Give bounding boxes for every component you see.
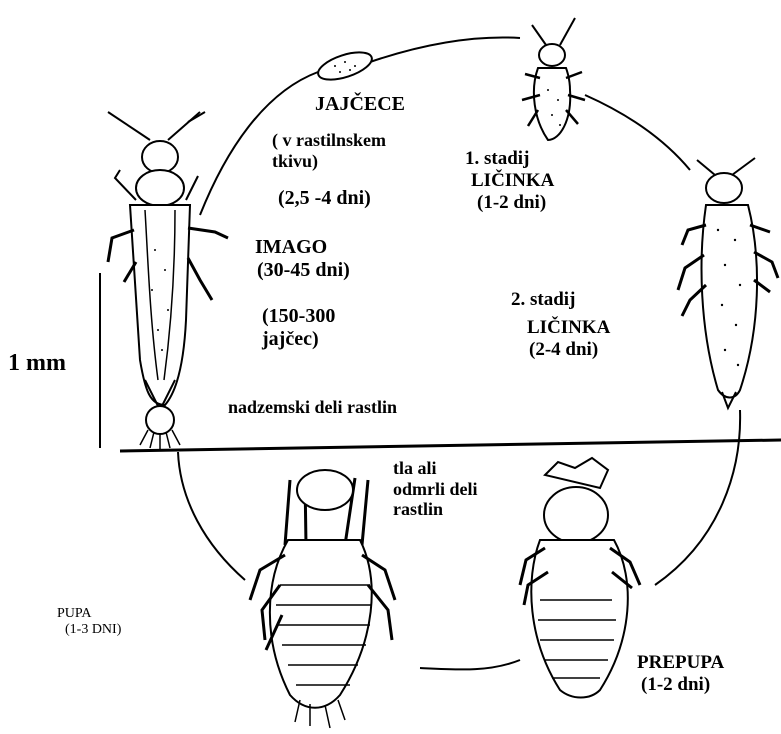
- arc-prepupa-to-pupa: [420, 660, 520, 670]
- imago-eggs-unit: jajčec): [262, 328, 335, 351]
- imago-name: IMAGO: [255, 236, 350, 259]
- larva1-duration: (1-2 dni): [477, 192, 554, 214]
- larva1-illustration: [522, 18, 585, 140]
- imago-label: IMAGO (30-45 dni): [255, 236, 350, 282]
- prepupa-name: PREPUPA: [637, 652, 724, 674]
- larva1-label: 1. stadij LIČINKA (1-2 dni): [465, 148, 554, 214]
- larva2-illustration: [678, 158, 778, 408]
- egg-title: JAJČECE: [315, 93, 405, 116]
- pupa-illustration: [250, 470, 395, 728]
- imago-duration: (30-45 dni): [257, 259, 350, 282]
- zone-below-ground: tla ali odmrli deli rastlin: [393, 458, 478, 520]
- arc-egg-to-larva1: [370, 37, 520, 62]
- egg-habitat-label: ( v rastilnskem tkivu): [272, 130, 386, 171]
- larva2-stage: 2. stadij: [511, 289, 610, 311]
- prepupa-duration: (1-2 dni): [641, 674, 724, 696]
- imago-illustration: [108, 112, 228, 450]
- cycle-arrows: [178, 37, 740, 669]
- larva2-duration: (2-4 dni): [529, 339, 610, 361]
- egg-duration: (2,5 -4 dni): [278, 187, 371, 210]
- egg-habitat-line1: ( v rastilnskem: [272, 130, 386, 151]
- egg-habitat-line2: tkivu): [272, 151, 386, 172]
- larva2-name: LIČINKA: [527, 317, 610, 339]
- pupa-name: PUPA: [57, 606, 121, 622]
- prepupa-label: PREPUPA (1-2 dni): [637, 652, 724, 696]
- arc-larva2-to-prepupa: [655, 410, 740, 585]
- imago-eggs-label: (150-300 jajčec): [262, 305, 335, 351]
- zone-below-line1: tla ali: [393, 458, 478, 479]
- prepupa-illustration: [520, 458, 640, 698]
- scale-label: 1 mm: [8, 350, 66, 378]
- pupa-duration: (1-3 DNI): [65, 622, 121, 638]
- imago-eggs-count: (150-300: [262, 305, 335, 328]
- larva1-name: LIČINKA: [471, 170, 554, 192]
- arc-larva1-to-larva2: [585, 95, 690, 170]
- zone-above-ground: nadzemski deli rastlin: [228, 397, 397, 418]
- ground-line: [120, 440, 781, 451]
- larva2-label: 2. stadij LIČINKA (2-4 dni): [511, 289, 610, 361]
- egg-illustration: [315, 47, 375, 85]
- zone-below-line2: odmrli deli: [393, 479, 478, 500]
- larva1-stage: 1. stadij: [465, 148, 554, 170]
- egg-label: JAJČECE: [315, 93, 405, 116]
- arc-pupa-to-imago: [178, 452, 245, 580]
- zone-below-line3: rastlin: [393, 499, 478, 520]
- pupa-label: PUPA (1-3 DNI): [57, 606, 121, 638]
